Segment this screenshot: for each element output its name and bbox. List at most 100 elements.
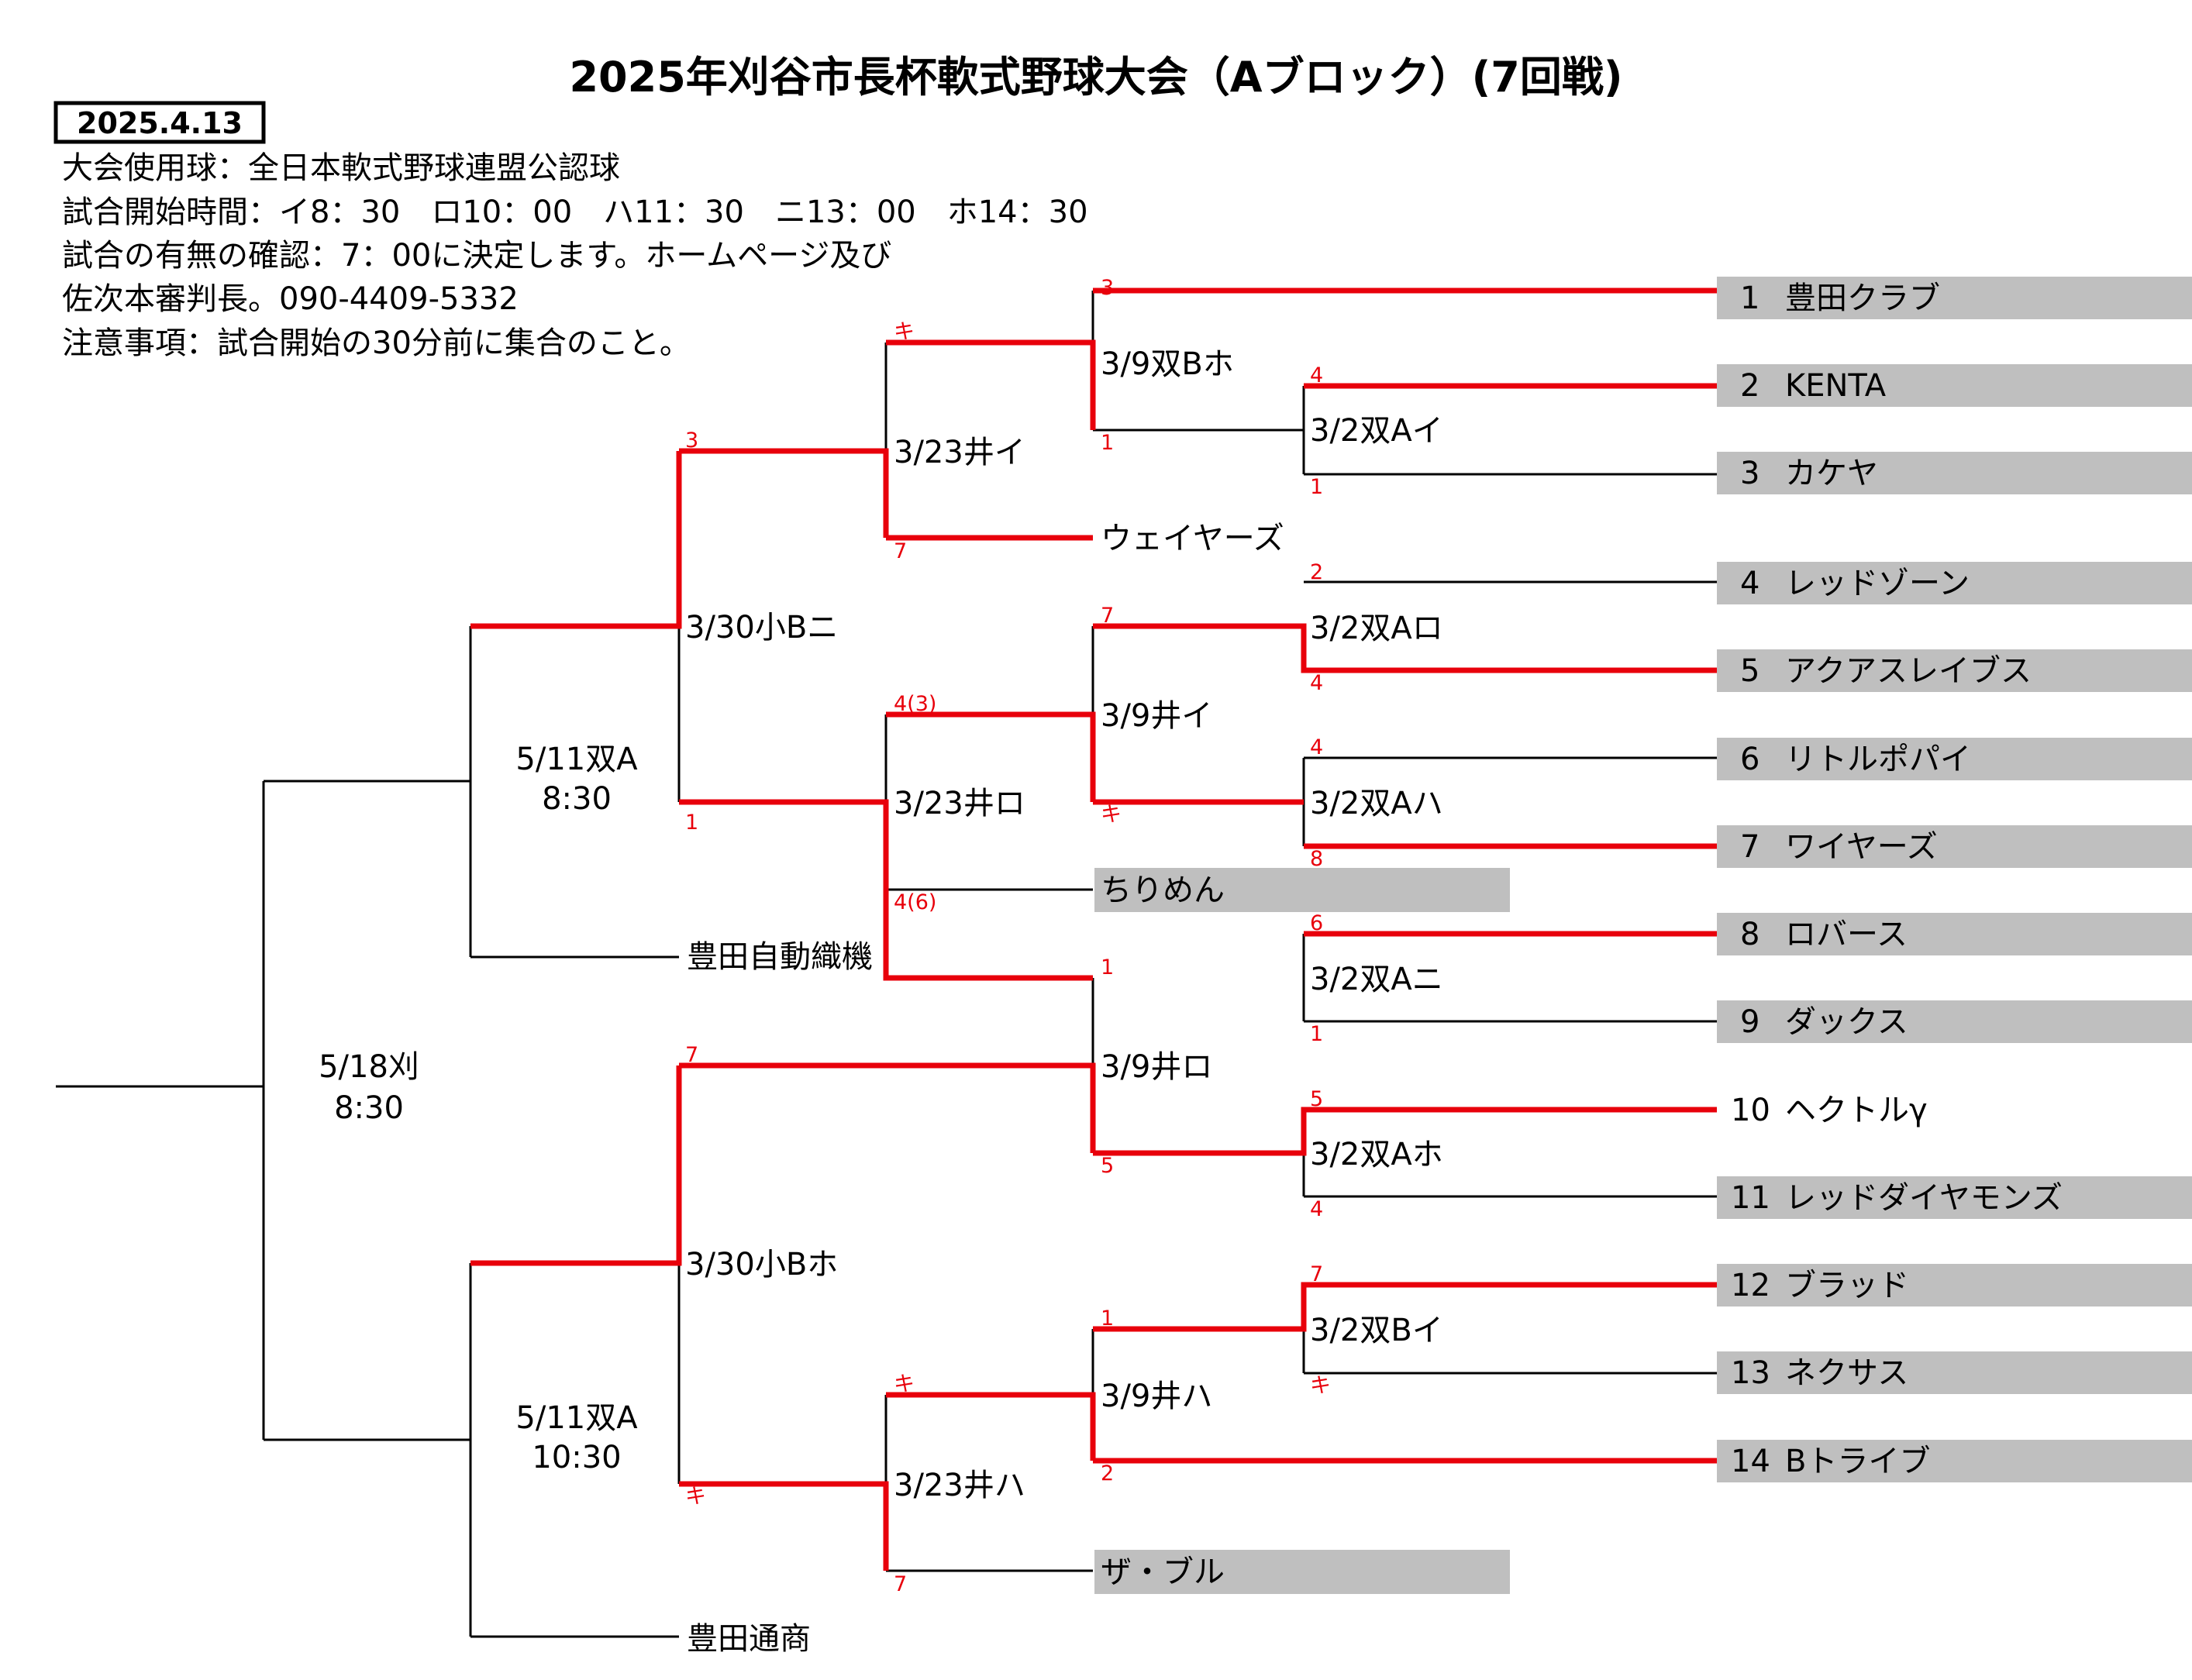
svg-text:1: 1 xyxy=(1740,281,1759,316)
team-row: 8 ロバース xyxy=(1740,917,1908,952)
team-row: 6 リトルポパイ xyxy=(1740,742,1971,777)
svg-text:ダックス: ダックス xyxy=(1785,1004,1908,1040)
match-label: 3/2双Aイ xyxy=(1310,413,1443,449)
svg-text:ネクサス: ネクサス xyxy=(1785,1355,1908,1391)
svg-text:5: 5 xyxy=(1740,653,1759,689)
svg-text:2: 2 xyxy=(1740,368,1759,404)
svg-text:アクアスレイブス: アクアスレイブス xyxy=(1785,653,2032,689)
info-line-notes: 注意事項：試合開始の30分前に集合のこと。 xyxy=(62,325,691,361)
svg-text:14: 14 xyxy=(1731,1444,1770,1479)
match-label: 3/9井ハ xyxy=(1101,1379,1212,1414)
team-chirimen: ちりめん xyxy=(1101,873,1225,908)
score: 4 xyxy=(1310,363,1323,387)
score: 1 xyxy=(1101,1306,1114,1331)
score: 8 xyxy=(1310,847,1323,871)
score: 1 xyxy=(685,811,698,835)
final-time: 8:30 xyxy=(334,1090,404,1126)
score: 7 xyxy=(894,539,907,563)
info-line-times: 試合開始時間：イ8：30 ロ10：00 ハ11：30 ニ13：00 ホ14：30 xyxy=(62,195,1088,230)
score: 4 xyxy=(1310,671,1323,695)
score: 2 xyxy=(1101,1461,1114,1485)
match-label: 3/2双Aニ xyxy=(1310,962,1443,997)
svg-text:ロバース: ロバース xyxy=(1785,917,1908,952)
score: 7 xyxy=(685,1043,698,1067)
info-line-umpire: 佐次本審判長。090-4409-5332 xyxy=(62,281,519,317)
score: 7 xyxy=(894,1572,907,1596)
match-label: 3/9双Bホ xyxy=(1101,346,1234,382)
page-title: 2025年刈谷市長杯軟式野球大会（Aブロック）(7回戦) xyxy=(569,53,1622,102)
score: 7 xyxy=(1101,604,1114,628)
svg-text:ヘクトルγ: ヘクトルγ xyxy=(1785,1093,1928,1128)
score: キ xyxy=(894,1372,915,1396)
svg-text:11: 11 xyxy=(1731,1180,1770,1216)
svg-text:10: 10 xyxy=(1731,1093,1770,1128)
score: キ xyxy=(894,320,915,344)
final-label: 5/18刈 xyxy=(319,1049,419,1085)
date-label: 2025.4.13 xyxy=(77,106,243,140)
info-line-ball: 大会使用球：全日本軟式野球連盟公認球 xyxy=(62,150,620,186)
score: キ xyxy=(1310,1374,1331,1398)
svg-text:カケヤ: カケヤ xyxy=(1785,456,1878,491)
team-row: 3 カケヤ xyxy=(1740,456,1878,491)
score: 2 xyxy=(1310,560,1323,584)
team-list: 1 豊田クラブ 2 KENTA 3 カケヤ 4 レッドゾーン 5 アクアスレイブ… xyxy=(1731,281,2063,1479)
team-row: 7 ワイヤーズ xyxy=(1740,829,1938,865)
match-label: 3/2双Aロ xyxy=(1310,611,1443,646)
svg-text:ワイヤーズ: ワイヤーズ xyxy=(1785,829,1938,865)
team-za-buru: ザ・ブル xyxy=(1101,1554,1225,1590)
team-row: 12 ブラッド xyxy=(1731,1268,1909,1303)
scores: 3 1 4 1 2 4 4 8 6 1 5 4 7 キ 7 キ 1 5 1 2 … xyxy=(685,276,1331,1596)
score: 1 xyxy=(1101,955,1114,979)
team-waiyazu: ウェイヤーズ xyxy=(1101,521,1284,556)
team-row: 13 ネクサス xyxy=(1731,1355,1908,1391)
svg-text:ブラッド: ブラッド xyxy=(1785,1268,1909,1303)
info-line-confirm: 試合の有無の確認：7：00に決定します。ホームページ及び xyxy=(62,238,891,274)
seeded-teams: ウェイヤーズ ちりめん 豊田自動織機 ザ・ブル 豊田通商 xyxy=(687,521,1284,1657)
match-time: 8:30 xyxy=(542,781,612,817)
date-box xyxy=(53,101,266,144)
svg-text:レッドゾーン: レッドゾーン xyxy=(1785,566,1970,601)
match-label: 5/11双A xyxy=(515,1400,638,1436)
match-label: 3/23井ハ xyxy=(894,1468,1025,1503)
team-toyota-tsusho: 豊田通商 xyxy=(687,1621,811,1657)
score: 7 xyxy=(1310,1262,1323,1286)
svg-text:レッドダイヤモンズ: レッドダイヤモンズ xyxy=(1785,1180,2063,1216)
svg-text:KENTA: KENTA xyxy=(1785,368,1887,404)
score: 6 xyxy=(1310,911,1323,935)
team-row: 5 アクアスレイブス xyxy=(1740,653,2032,689)
team-row: 10 ヘクトルγ xyxy=(1731,1093,1928,1128)
bracket-lines xyxy=(56,291,1717,1638)
svg-text:Bトライブ: Bトライブ xyxy=(1785,1444,1930,1479)
team-row: 11 レッドダイヤモンズ xyxy=(1731,1180,2063,1216)
score: キ xyxy=(1101,803,1122,827)
match-label: 3/2双Aホ xyxy=(1310,1137,1443,1172)
match-time: 10:30 xyxy=(532,1440,621,1475)
match-label: 3/9井ロ xyxy=(1101,1049,1212,1085)
score: 1 xyxy=(1101,431,1114,455)
svg-text:リトルポパイ: リトルポパイ xyxy=(1785,742,1971,777)
score: 4(3) xyxy=(894,692,936,716)
team-row: 9 ダックス xyxy=(1740,1004,1908,1040)
svg-text:7: 7 xyxy=(1740,829,1759,865)
svg-text:12: 12 xyxy=(1731,1268,1770,1303)
score: 4 xyxy=(1310,735,1323,759)
team-row: 4 レッドゾーン xyxy=(1740,566,1970,601)
svg-text:6: 6 xyxy=(1740,742,1759,777)
score: 4 xyxy=(1310,1197,1323,1221)
match-label: 3/30小Bホ xyxy=(685,1247,838,1282)
svg-text:9: 9 xyxy=(1740,1004,1759,1040)
score: キ xyxy=(685,1485,706,1509)
match-label: 3/2双Bイ xyxy=(1310,1313,1443,1348)
score: 4(6) xyxy=(894,890,936,914)
match-label: 3/23井ロ xyxy=(894,786,1025,821)
team-row: 1 豊田クラブ xyxy=(1740,281,1940,316)
match-labels: 3/2双Aイ 3/2双Aロ 3/2双Aハ 3/2双Aニ 3/2双Aホ 3/2双B… xyxy=(319,346,1443,1503)
score: 5 xyxy=(1310,1087,1323,1111)
svg-text:豊田クラブ: 豊田クラブ xyxy=(1785,281,1940,316)
score: 3 xyxy=(1101,276,1114,300)
match-label: 3/2双Aハ xyxy=(1310,786,1443,821)
svg-text:8: 8 xyxy=(1740,917,1759,952)
score: 3 xyxy=(685,429,698,453)
score: 1 xyxy=(1310,1022,1323,1046)
